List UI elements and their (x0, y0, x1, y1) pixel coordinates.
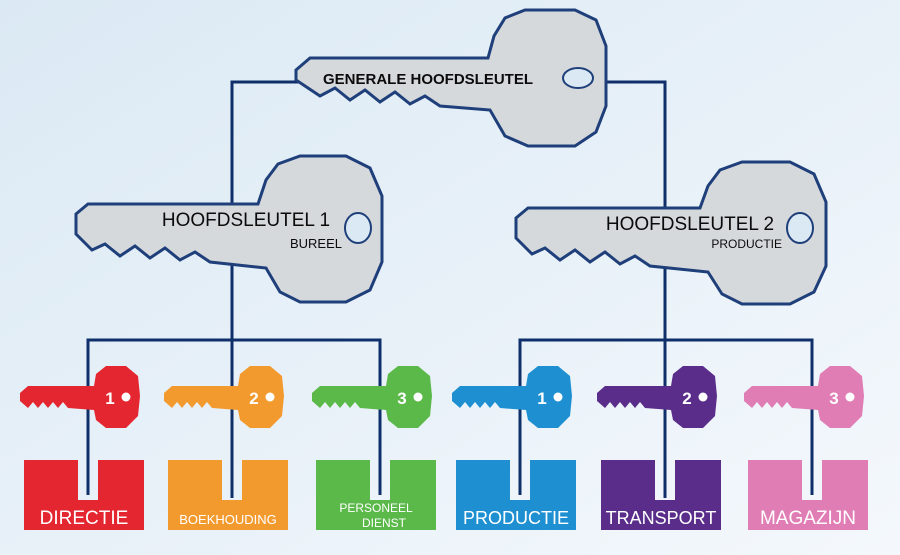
door-key-1-hole (121, 392, 131, 402)
sub-key-1-hole (344, 212, 372, 244)
door-groups: 1DIRECTIE2BOEKHOUDING3PERSONEELDIENST1PR… (20, 366, 868, 530)
door-key-2-hole (265, 392, 275, 402)
door-key-3-shape (312, 366, 432, 428)
sub-key-2: HOOFDSLEUTEL 2 PRODUCTIE (514, 160, 828, 306)
door-key-4-number: 1 (537, 389, 546, 408)
sub-key-2-shape (514, 160, 828, 306)
door-5-label: TRANSPORT (606, 508, 717, 528)
door-key-1-shape (20, 366, 140, 428)
connector-master-left (230, 80, 300, 205)
door-3-label: PERSONEEL (339, 501, 413, 515)
connector-master-right (600, 80, 667, 210)
connector-sub1-bus (86, 338, 382, 495)
door-key-5-shape (597, 366, 717, 428)
door-key-5-hole (698, 392, 708, 402)
door-key-4-shape (452, 366, 572, 428)
sub-key-1-sublabel: BUREEL (290, 236, 342, 251)
sub-key-1-shape (74, 154, 384, 304)
master-key: GENERALE HOOFDSLEUTEL (294, 8, 608, 148)
door-5-shape (601, 460, 721, 530)
door-key-3-hole (413, 392, 423, 402)
master-key-hole (562, 67, 594, 89)
door-1-shape (24, 460, 144, 530)
connector-sub2-bus (518, 338, 814, 495)
sub-key-2-hole (786, 212, 814, 244)
door-2-label: BOEKHOUDING (179, 512, 277, 527)
master-key-label: GENERALE HOOFDSLEUTEL (323, 71, 533, 88)
sub-key-2-label: HOOFDSLEUTEL 2 (606, 214, 774, 235)
door-4-shape (456, 460, 576, 530)
door-3-shape (316, 460, 436, 530)
door-key-5-number: 2 (682, 389, 691, 408)
sub-key-1: HOOFDSLEUTEL 1 BUREEL (74, 154, 384, 304)
door-key-1-number: 1 (105, 389, 114, 408)
door-6-shape (748, 460, 868, 530)
door-1-label: DIRECTIE (40, 508, 129, 529)
door-key-6-hole (845, 392, 855, 402)
door-4-label: PRODUCTIE (463, 508, 569, 528)
sub-key-2-sublabel: PRODUCTIE (711, 237, 782, 251)
door-key-6-shape (744, 366, 864, 428)
door-key-3-number: 3 (397, 389, 406, 408)
door-key-2-shape (164, 366, 284, 428)
door-3-label-line2: DIENST (362, 516, 407, 530)
door-2-shape (168, 460, 288, 530)
door-key-4-hole (553, 392, 563, 402)
master-key-shape (294, 8, 608, 148)
door-key-6-number: 3 (829, 389, 838, 408)
door-6-label: MAGAZIJN (760, 508, 856, 529)
sub-key-1-label: HOOFDSLEUTEL 1 (162, 210, 330, 231)
door-key-2-number: 2 (249, 389, 258, 408)
